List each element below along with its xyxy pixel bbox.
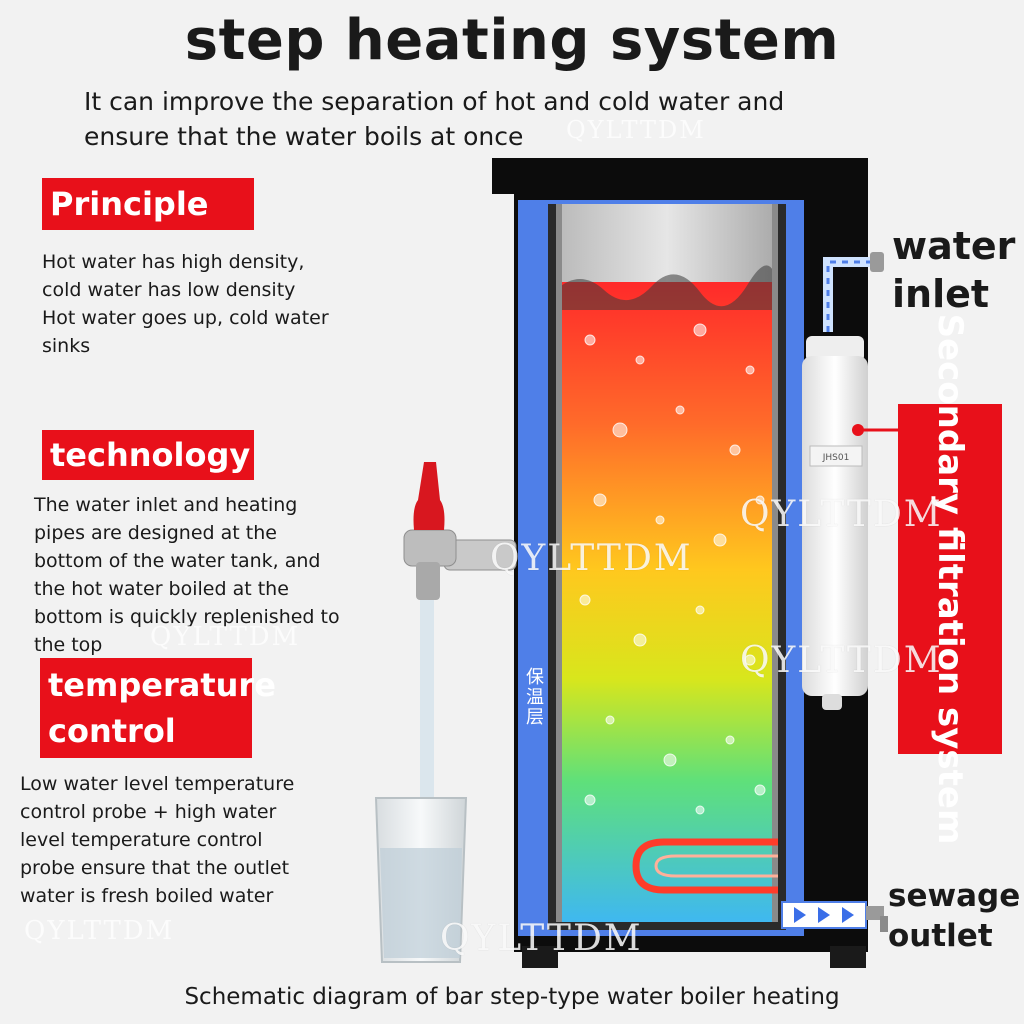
technology-label: technology <box>50 436 251 474</box>
sewage-outlet-label: sewage outlet <box>888 878 1021 954</box>
principle-label: Principle <box>50 185 209 223</box>
principle-text: Hot water has high density, cold water h… <box>42 251 329 357</box>
water-inlet-pipe <box>823 252 884 332</box>
insulation-layer-label: 保温层 <box>526 667 544 728</box>
filter-cartridge: JHS01 <box>802 336 868 710</box>
filtration-label-box: Secondary filtration system <box>898 314 1002 844</box>
water-glass <box>374 797 468 963</box>
watermark-bottom-left: QYLTTDM <box>24 916 175 946</box>
page-title: step heating system <box>184 8 840 73</box>
filtration-pointer <box>852 424 904 436</box>
watermark-bottom: QYLTTDM <box>440 918 643 959</box>
water-inlet-label: water inlet <box>892 224 1016 316</box>
temperature-label: temperature control <box>48 666 276 750</box>
bubbles <box>579 323 766 815</box>
inner-tank <box>556 204 778 922</box>
temperature-text: Low water level temperature control prob… <box>20 773 295 907</box>
watermark-top: QYLTTDM <box>566 116 706 144</box>
technology-text: The water inlet and heating pipes are de… <box>34 494 340 656</box>
subtitle: It can improve the separation of hot and… <box>84 87 785 151</box>
watermark-right: QYLTTDM <box>740 494 943 535</box>
filtration-label: Secondary filtration system <box>930 313 970 845</box>
watermark-left: QYLTTDM <box>150 622 301 652</box>
heating-element <box>632 838 778 894</box>
filter-label: JHS01 <box>822 453 850 463</box>
watermark-center: QYLTTDM <box>490 538 693 579</box>
technology-label-box: technology <box>42 430 254 480</box>
sewage-outlet <box>781 901 888 932</box>
watermark-right-lower: QYLTTDM <box>740 640 943 681</box>
caption: Schematic diagram of bar step-type water… <box>184 984 840 1010</box>
temperature-label-box: temperature control <box>40 658 276 758</box>
principle-label-box: Principle <box>42 178 254 230</box>
faucet <box>403 462 517 600</box>
water-stream <box>420 600 434 830</box>
